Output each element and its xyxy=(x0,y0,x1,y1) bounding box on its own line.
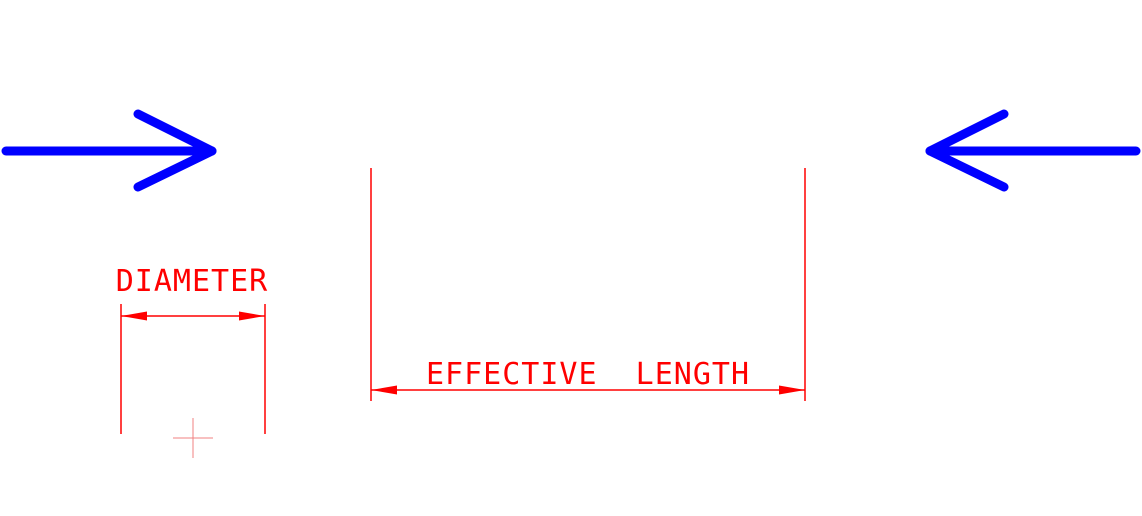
diameter-dimension: DIAMETER xyxy=(116,264,269,434)
right-force-arrow-icon xyxy=(925,109,1141,192)
length-arrowhead-left xyxy=(371,385,397,395)
diameter-label: DIAMETER xyxy=(116,264,269,299)
effective-length-dimension: EFFECTIVE LENGTH xyxy=(370,168,806,401)
left-force-arrow-icon xyxy=(1,109,217,192)
center-crosshair-icon xyxy=(173,418,213,458)
diameter-arrowhead-left xyxy=(121,311,147,321)
effective-length-label: EFFECTIVE LENGTH xyxy=(426,357,750,392)
diameter-arrowhead-right xyxy=(239,311,265,321)
length-arrowhead-right xyxy=(779,385,805,395)
